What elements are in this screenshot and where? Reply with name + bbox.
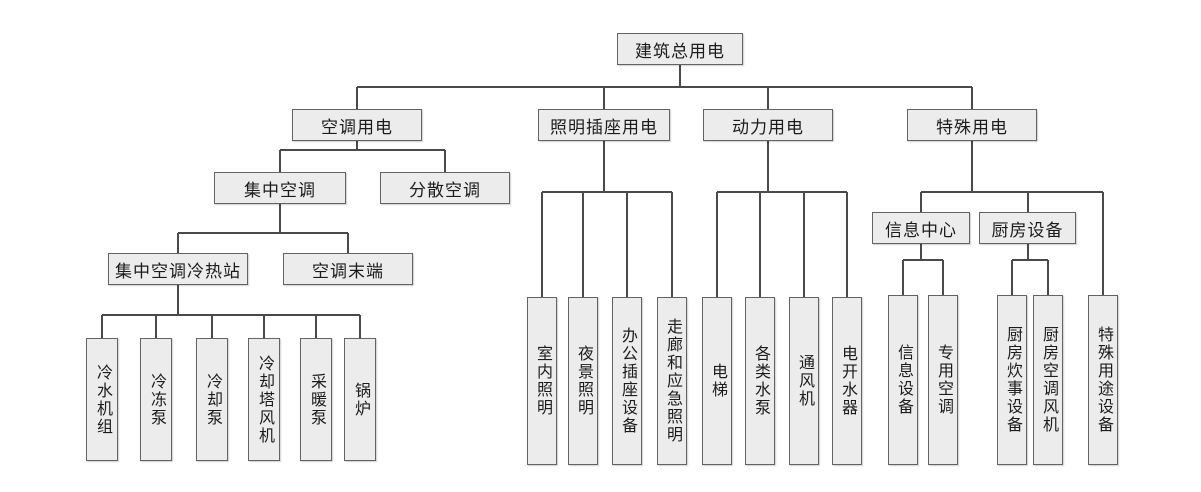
node-special-electricity: 特殊用电 — [907, 109, 1037, 141]
node-corridor-emergency-lighting: 走廊和应急照明 — [657, 297, 687, 465]
node-various-water-pumps: 各类水泵 — [745, 297, 775, 465]
node-central-ac: 集中空调 — [214, 172, 346, 204]
node-indoor-lighting: 室内照明 — [527, 297, 557, 465]
node-electric-water-heater: 电开水器 — [832, 297, 862, 465]
node-chilled-water-pump: 冷冻泵 — [140, 338, 172, 461]
node-distributed-ac: 分散空调 — [380, 172, 510, 204]
node-building-total-electricity: 建筑总用电 — [617, 33, 743, 65]
node-power-electricity: 动力用电 — [703, 109, 833, 141]
node-chiller-unit: 冷水机组 — [86, 338, 118, 461]
node-cooling-tower-fan: 冷却塔风机 — [248, 338, 280, 461]
node-ac-electricity: 空调用电 — [292, 109, 422, 141]
node-kitchen-ac-fan: 厨房空调风机 — [1033, 295, 1063, 465]
node-lighting-socket-electricity: 照明插座用电 — [538, 109, 670, 141]
node-ventilation-fan: 通风机 — [789, 297, 819, 465]
node-boiler: 锅炉 — [344, 338, 376, 461]
node-night-scene-lighting: 夜景照明 — [568, 297, 598, 465]
node-kitchen-equipment: 厨房设备 — [979, 212, 1076, 244]
node-dedicated-ac: 专用空调 — [928, 295, 958, 465]
node-special-purpose-equipment: 特殊用途设备 — [1088, 295, 1118, 465]
node-heating-pump: 采暖泵 — [300, 338, 332, 461]
node-info-center: 信息中心 — [872, 212, 970, 244]
node-info-equipment: 信息设备 — [888, 295, 918, 465]
node-kitchen-cooking-equipment: 厨房炊事设备 — [997, 295, 1027, 465]
node-elevator: 电梯 — [702, 297, 732, 465]
node-ac-terminal: 空调末端 — [283, 253, 413, 285]
node-office-socket-equipment: 办公插座设备 — [612, 297, 642, 465]
node-central-ac-station: 集中空调冷热站 — [108, 253, 248, 285]
node-cooling-pump: 冷却泵 — [196, 338, 228, 461]
